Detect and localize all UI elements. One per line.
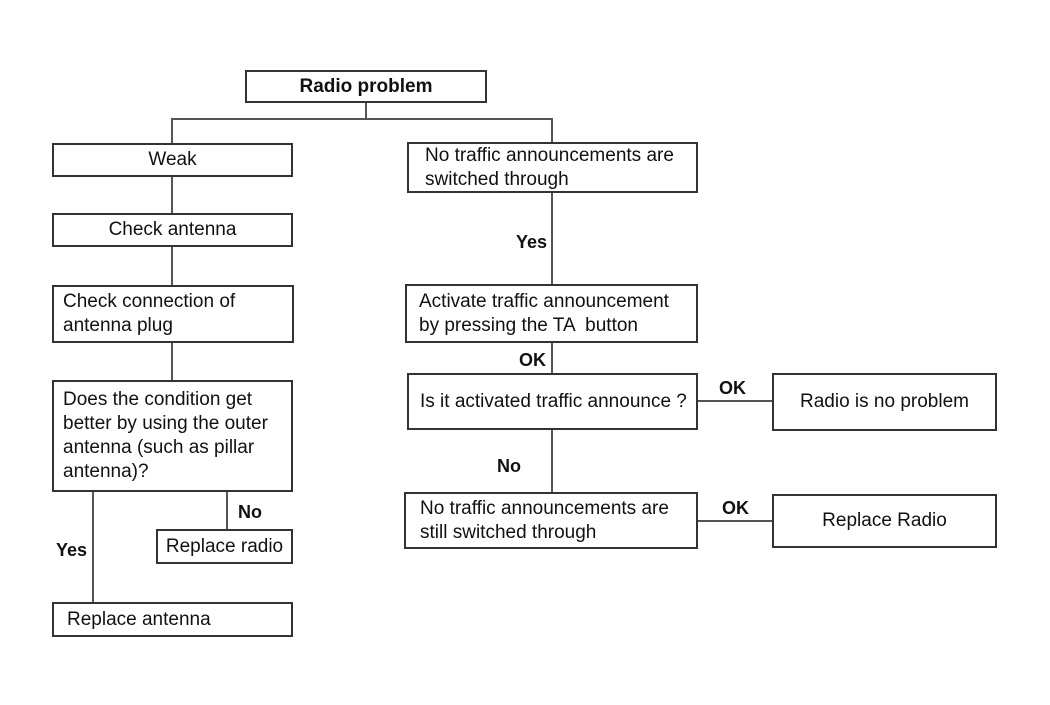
node-replace-radio-final: Replace Radio — [772, 494, 997, 548]
node-no-traffic-still: No traffic announcements are still switc… — [404, 492, 698, 549]
connector-is-activated-ok — [698, 400, 772, 402]
node-check-connection: Check connection of antenna plug — [52, 285, 294, 343]
connector-root-to-no-traffic — [551, 118, 553, 143]
connector-activate-to-is-activated — [551, 343, 553, 374]
node-condition-question: Does the condition get better by using t… — [52, 380, 293, 492]
node-activate-traffic: Activate traffic announcement by pressin… — [405, 284, 698, 343]
node-weak: Weak — [52, 143, 293, 177]
node-replace-radio: Replace radio — [156, 529, 293, 564]
connector-condition-yes — [92, 492, 94, 602]
edge-label-yes-right: Yes — [515, 232, 547, 252]
connector-check-antenna-to-plug — [171, 247, 173, 286]
edge-label-ok-replace: OK — [722, 498, 749, 518]
connector-root-branch — [171, 118, 553, 120]
node-radio-problem: Radio problem — [245, 70, 487, 103]
connector-is-activated-no — [551, 430, 553, 493]
connector-no-traffic-to-activate — [551, 193, 553, 285]
edge-label-ok-no-problem: OK — [719, 378, 746, 398]
connector-root-stem — [365, 102, 367, 120]
node-is-activated: Is it activated traffic announce ? — [407, 373, 698, 430]
connector-root-to-weak — [171, 118, 173, 144]
node-replace-antenna: Replace antenna — [52, 602, 293, 637]
edge-label-ok-activate: OK — [519, 350, 546, 370]
connector-still-no-ok — [698, 520, 772, 522]
connector-condition-no — [226, 492, 228, 530]
node-check-antenna: Check antenna — [52, 213, 293, 247]
node-no-traffic: No traffic announcements are switched th… — [407, 142, 698, 193]
edge-label-no-left: No — [238, 502, 262, 522]
edge-label-no-right: No — [497, 456, 521, 476]
connector-plug-to-condition — [171, 343, 173, 381]
connector-weak-to-check-antenna — [171, 177, 173, 214]
node-radio-no-problem: Radio is no problem — [772, 373, 997, 431]
edge-label-yes-left: Yes — [56, 540, 88, 560]
